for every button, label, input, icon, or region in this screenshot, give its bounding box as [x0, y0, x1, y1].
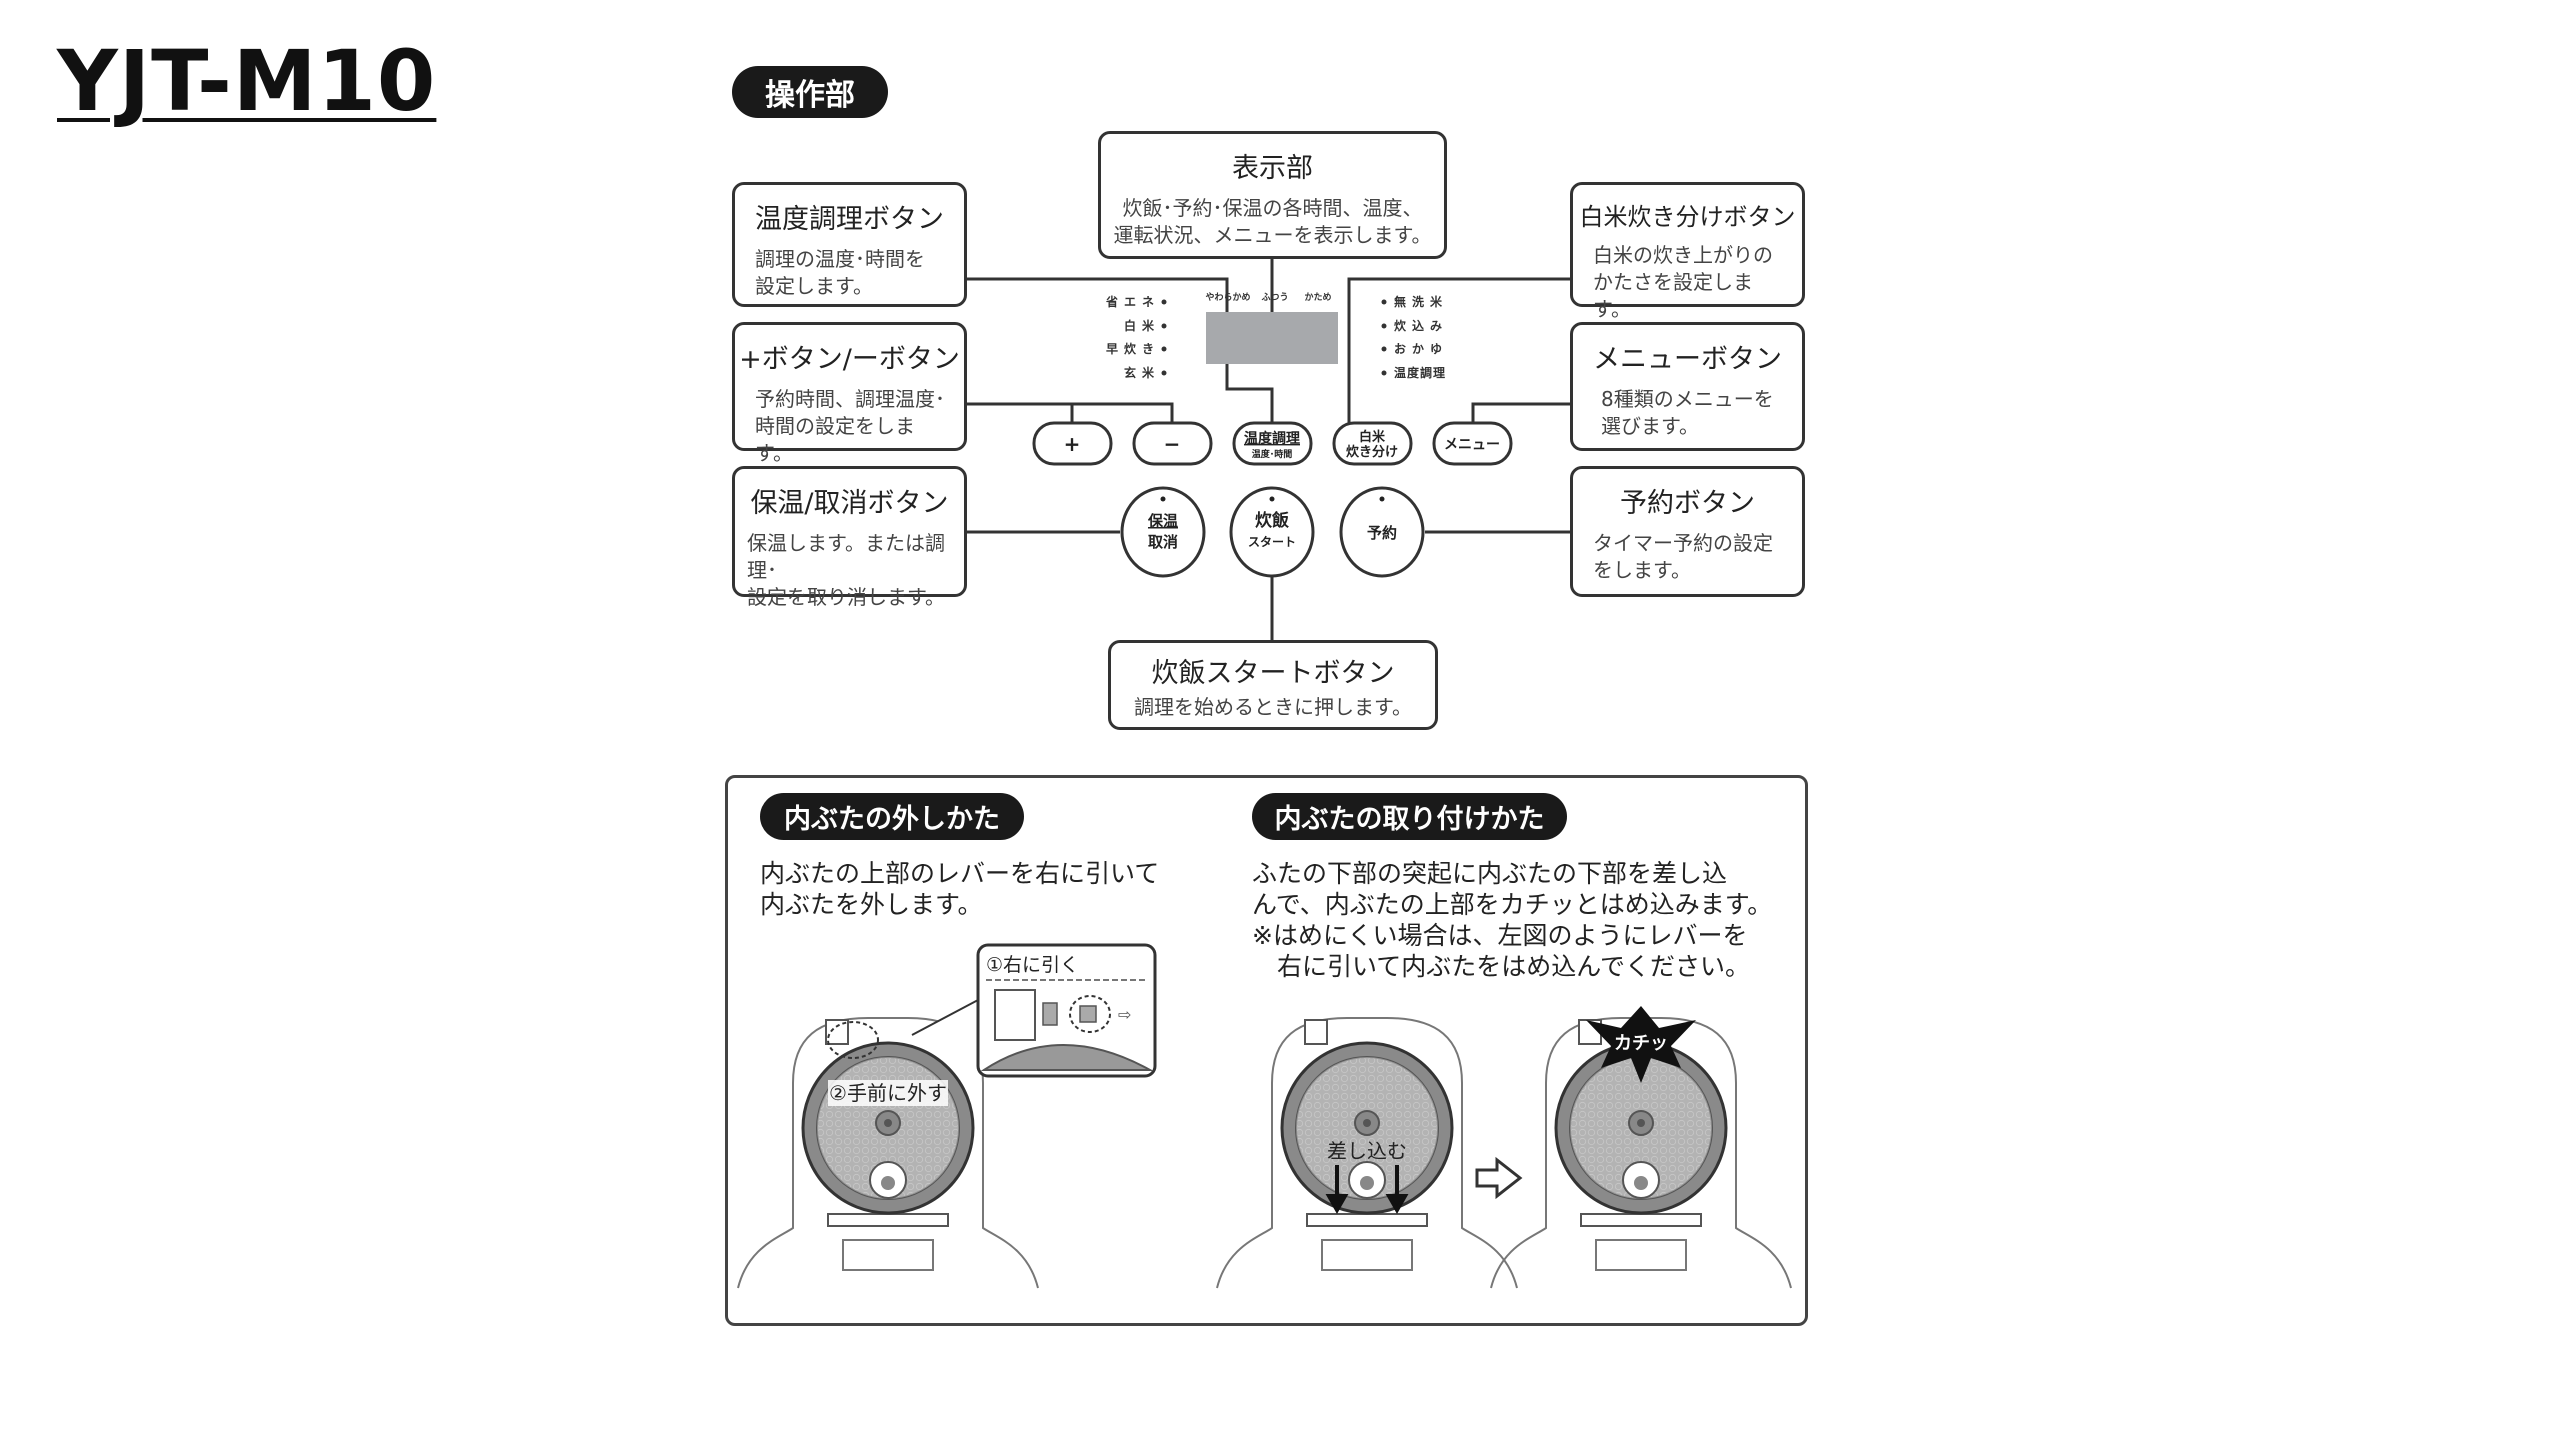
menu-indicator: 無洗米 — [1394, 294, 1448, 309]
cooker-insert-illustration: 差し込む — [1215, 1016, 1519, 1290]
callout-keep-warm: 保温/取消ボタン 保温します。または調理･ 設定を取り消します。 — [732, 466, 967, 609]
callout-title: 予約ボタン — [1620, 488, 1755, 519]
attach-instructions: ふたの下部の突起に内ぶたの下部を差し込 んで、内ぶたの上部をカチッとはめ込みます… — [1252, 859, 1773, 981]
callout-body: 予約時間、調理温度･ 時間の設定をします。 — [755, 387, 945, 465]
timer-label: 予約 — [1367, 524, 1397, 542]
temp-cook-sub-label: 温度･時間 — [1252, 448, 1293, 460]
callout-plus-minus: +ボタン/ーボタン 予約時間、調理温度･ 時間の設定をします。 — [732, 322, 967, 465]
display-screen — [1206, 312, 1338, 364]
callout-display: 表示部 炊飯･予約･保温の各時間、温度、 運転状況、メニューを表示します。 — [1098, 131, 1447, 259]
plus-label: + — [1064, 432, 1081, 456]
insert-label: 差し込む — [1327, 1139, 1407, 1163]
step1-label: ①右に引く — [986, 954, 1079, 976]
callout-body: 保温します。または調理･ 設定を取り消します。 — [747, 531, 945, 609]
texture-label: かため — [1304, 292, 1331, 303]
white-rice-button[interactable] — [1332, 421, 1413, 466]
callout-body: タイマー予約の設定 をします。 — [1593, 531, 1773, 582]
menu-indicator: 省エネ — [1105, 294, 1160, 309]
connector-lines — [967, 259, 1570, 640]
callout-body: 8種類のメニューを 選びます。 — [1601, 387, 1774, 438]
plus-button[interactable] — [1032, 421, 1113, 466]
start-label: 炊飯 — [1255, 510, 1289, 531]
keep-warm-label: 取消 — [1148, 533, 1178, 551]
timer-button[interactable] — [1339, 486, 1425, 578]
menu-indicator: 玄米 — [1124, 365, 1160, 380]
callout-body: 調理の温度･時間を 設定します。 — [755, 247, 925, 298]
remove-heading: 内ぶたの外しかた — [760, 793, 1024, 840]
menu-indicator: 温度調理 — [1394, 365, 1446, 380]
down-arrow-icon — [1325, 1165, 1409, 1215]
start-label: スタート — [1248, 535, 1296, 549]
menu-button[interactable] — [1432, 421, 1513, 466]
keep-warm-label: 保温 — [1147, 512, 1178, 530]
callout-title: メニューボタン — [1593, 344, 1782, 375]
attach-heading: 内ぶたの取り付けかた — [1252, 793, 1567, 840]
callout-title: 白米炊き分けボタン — [1579, 203, 1796, 231]
callout-title: 保温/取消ボタン — [750, 488, 949, 519]
texture-label: やわらかめ — [1205, 292, 1250, 303]
menu-indicator: 早炊き — [1106, 341, 1160, 356]
remove-instructions: 内ぶたの上部のレバーを右に引いて 内ぶたを外します。 — [760, 859, 1160, 919]
texture-label: ふつう — [1261, 292, 1288, 303]
callout-menu: メニューボタン 8種類のメニューを 選びます。 — [1570, 322, 1805, 451]
temp-cook-label: 温度調理 — [1244, 430, 1300, 447]
callout-white-rice: 白米炊き分けボタン 白米の炊き上がりの かたさを設定します。 — [1570, 182, 1805, 321]
start-button[interactable] — [1229, 486, 1315, 578]
callout-title: 炊飯スタートボタン — [1151, 658, 1395, 689]
minus-button[interactable] — [1132, 421, 1213, 466]
temp-cook-button[interactable] — [1232, 421, 1313, 466]
section-label: 操作部 — [732, 66, 888, 118]
callout-title: 表示部 — [1232, 153, 1313, 184]
click-label: カチッ — [1614, 1033, 1668, 1054]
cooker-remove-illustration: ②手前に外す — [736, 1016, 1040, 1290]
callout-title: +ボタン/ーボタン — [739, 344, 960, 375]
callout-body: 調理を始めるときに押します。 — [1134, 695, 1412, 719]
lever-callout: ①右に引く ⇨ — [911, 943, 1157, 1078]
keep-warm-button[interactable] — [1120, 486, 1206, 578]
menu-label: メニュー — [1444, 437, 1500, 453]
cooker-attached-illustration: カチッ — [1489, 1006, 1793, 1290]
menu-indicator: おかゆ — [1394, 342, 1448, 356]
white-rice-label: 炊き分け — [1346, 444, 1398, 460]
callout-timer: 予約ボタン タイマー予約の設定 をします。 — [1570, 466, 1805, 597]
step2-label: ②手前に外す — [829, 1081, 947, 1105]
callout-title: 温度調理ボタン — [755, 204, 944, 235]
white-rice-label: 白米 — [1359, 429, 1386, 445]
callout-start: 炊飯スタートボタン 調理を始めるときに押します。 — [1108, 640, 1438, 730]
menu-indicator: 炊込み — [1394, 318, 1448, 333]
callout-body: 炊飯･予約･保温の各時間、温度、 運転状況、メニューを表示します。 — [1113, 196, 1432, 247]
lid-instructions-panel — [725, 775, 1808, 1326]
next-step-arrow-icon — [1475, 1156, 1523, 1200]
menu-indicator: 白米 — [1124, 318, 1160, 333]
callout-temp-cook: 温度調理ボタン 調理の温度･時間を 設定します。 — [732, 182, 967, 307]
arrow-right-icon: ⇨ — [1118, 1005, 1131, 1024]
click-burst-icon — [1586, 1006, 1696, 1083]
model-title: YJT-M10 — [57, 32, 437, 130]
callout-body: 白米の炊き上がりの かたさを設定します。 — [1593, 243, 1773, 321]
minus-label: − — [1164, 432, 1181, 456]
